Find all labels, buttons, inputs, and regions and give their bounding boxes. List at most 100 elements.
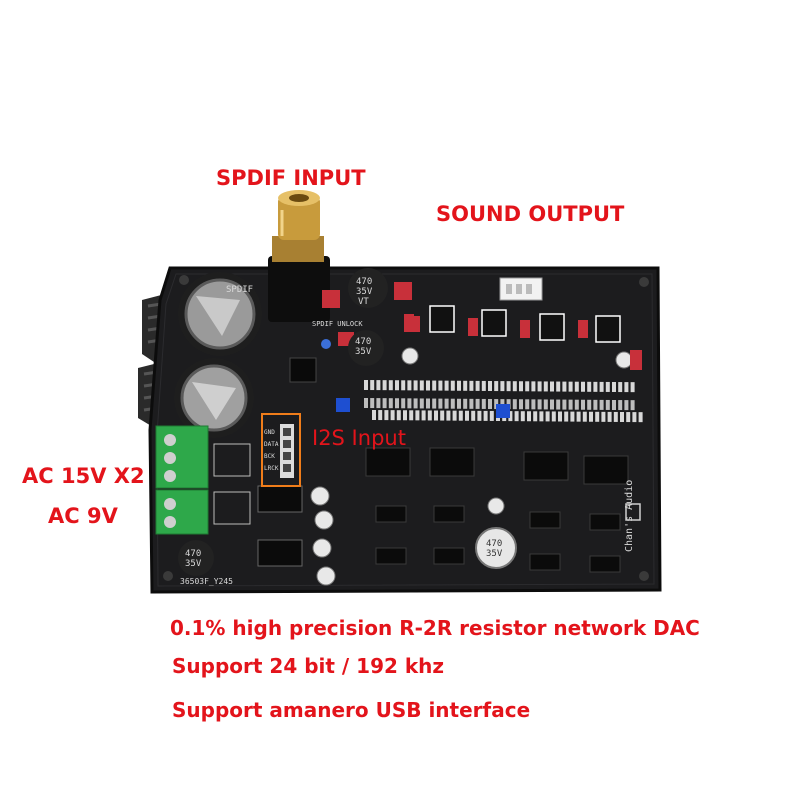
terminal-block-ac15v — [155, 425, 209, 489]
resistor — [446, 410, 451, 421]
resistor — [618, 400, 623, 411]
resistor — [520, 411, 525, 422]
resistor — [564, 411, 569, 422]
resistor — [481, 380, 486, 391]
resistor — [388, 380, 393, 391]
resistor — [477, 410, 482, 421]
resistor — [589, 411, 593, 422]
resistor — [390, 410, 395, 421]
resistor — [632, 412, 637, 423]
resistor — [562, 399, 567, 410]
resistor — [599, 381, 604, 392]
resistor — [407, 398, 412, 409]
resistor — [452, 410, 457, 421]
resistor — [403, 410, 407, 421]
resistor — [587, 399, 592, 410]
resistor — [626, 412, 631, 423]
feature-line-1: 0.1% high precision R-2R resistor networ… — [170, 616, 700, 640]
resistor — [556, 399, 561, 410]
resistor — [581, 399, 585, 410]
capacitor-large-2 — [174, 358, 254, 438]
resistor — [426, 380, 430, 391]
resistor — [607, 411, 612, 422]
svg-text:470: 470 — [486, 539, 502, 549]
resistor — [525, 399, 530, 410]
silk-unlock: SPDIF UNLOCK — [312, 320, 363, 328]
resistor — [531, 381, 536, 392]
resistor — [543, 381, 548, 392]
svg-text:470: 470 — [185, 549, 201, 559]
resistor — [576, 411, 581, 422]
resistor — [570, 411, 575, 422]
resistor — [444, 380, 449, 391]
label-ac-9v: AC 9V — [48, 504, 118, 528]
resistor-ladder — [364, 380, 643, 423]
resistor — [469, 398, 474, 409]
resistor — [475, 398, 480, 409]
resistor — [432, 398, 437, 409]
silk-brand: Chan's Audio — [624, 480, 635, 552]
resistor — [364, 398, 368, 408]
feature-line-2: Support 24 bit / 192 khz — [172, 654, 445, 678]
resistor — [574, 399, 579, 410]
resistor — [378, 410, 383, 421]
feature-line-3: Support amanero USB interface — [172, 698, 531, 722]
resistor — [587, 381, 592, 392]
resistor — [562, 381, 567, 392]
svg-text:470: 470 — [356, 277, 372, 287]
resistor — [525, 381, 530, 392]
resistor — [457, 398, 461, 409]
label-spdif-input: SPDIF INPUT — [216, 166, 366, 190]
resistor — [624, 382, 629, 393]
resistor — [364, 380, 368, 390]
resistor — [384, 410, 389, 421]
resistor — [508, 411, 513, 422]
resistor — [372, 410, 376, 420]
resistor — [407, 380, 412, 391]
resistor — [593, 381, 598, 392]
resistor — [527, 411, 531, 422]
resistor — [450, 380, 455, 391]
resistor — [624, 400, 629, 411]
svg-text:BCK: BCK — [264, 453, 275, 460]
resistor — [463, 380, 468, 391]
resistor — [620, 412, 624, 422]
resistor — [370, 380, 375, 391]
resistor — [593, 399, 598, 410]
resistor — [481, 398, 486, 409]
resistor — [421, 410, 426, 421]
silk-spdif: SPDIF — [226, 285, 253, 295]
resistor — [500, 381, 505, 392]
resistor — [595, 411, 600, 422]
resistor — [401, 398, 406, 409]
label-sound-output: SOUND OUTPUT — [436, 202, 625, 226]
resistor — [471, 410, 476, 421]
resistor — [605, 399, 610, 410]
resistor — [413, 398, 418, 409]
svg-text:GND: GND — [264, 429, 275, 436]
resistor — [582, 411, 587, 422]
opamp-row — [404, 305, 642, 370]
resistor — [463, 398, 468, 409]
svg-text:LRCK: LRCK — [264, 465, 279, 472]
resistor — [537, 399, 542, 410]
resistor — [376, 380, 381, 391]
svg-text:35V: 35V — [355, 347, 372, 357]
resistor — [574, 381, 579, 392]
label-ac-15v: AC 15V X2 — [22, 464, 145, 488]
resistor — [556, 381, 561, 392]
resistor — [494, 381, 499, 392]
svg-text:VT: VT — [358, 297, 369, 307]
resistor — [545, 411, 550, 422]
resistor — [395, 398, 399, 409]
resistor — [630, 382, 635, 393]
resistor — [512, 381, 517, 392]
resistor — [382, 380, 387, 391]
resistor — [444, 398, 449, 409]
capacitor-470uf-4: 470 35V — [178, 540, 214, 576]
resistor — [483, 410, 488, 421]
capacitor-470uf-2: 470 35V — [348, 330, 384, 366]
resistor — [519, 381, 523, 392]
